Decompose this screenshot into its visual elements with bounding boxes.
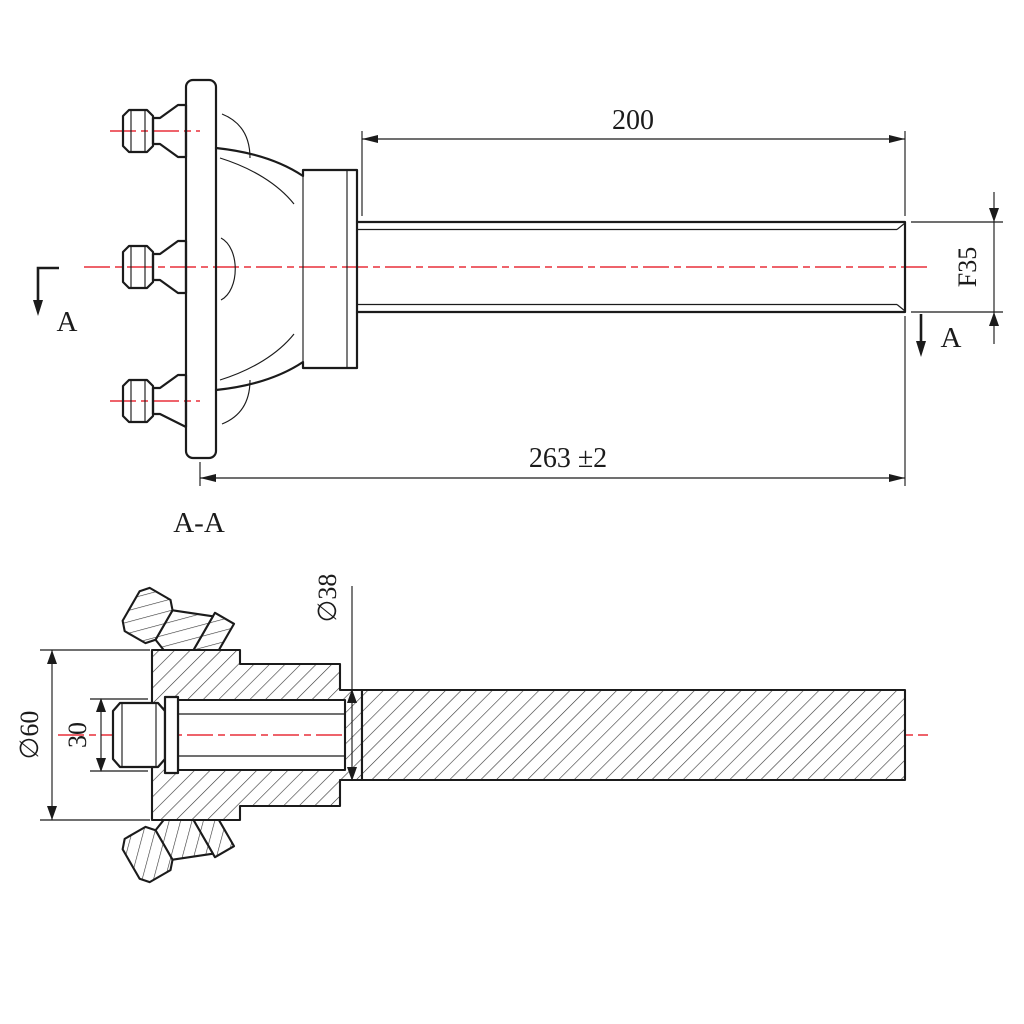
dim-shaft-length: 200 [361, 105, 906, 216]
section-title: A-A [173, 507, 225, 539]
wheel-stud-middle [121, 239, 188, 295]
side-view: 200 F35 263 ±2 A [33, 78, 1003, 486]
bolt-head [111, 701, 167, 769]
dim-shaft-diameter: F35 [911, 192, 1003, 344]
dim-hub-diameter-label: ∅60 [15, 711, 44, 760]
section-arrow-left [33, 300, 43, 316]
dim-spindle-diameter: ∅38 [313, 574, 357, 781]
hub-rib-upper [219, 157, 295, 205]
wheel-stud-bottom [121, 373, 188, 429]
wheel-stud-top [121, 103, 188, 159]
arrowhead-bottom [47, 806, 57, 820]
arrowhead-left [200, 474, 216, 482]
section-marker-right-label: A [941, 322, 962, 354]
dim-hub-diameter: ∅60 [15, 649, 150, 821]
arrowhead-top [96, 698, 106, 712]
arrowhead-right [889, 135, 905, 143]
dim-bore-width-label: 30 [63, 722, 92, 748]
section-marker-left-label: A [57, 306, 78, 338]
dim-overall-length: 263 ±2 [199, 316, 906, 486]
hub-boss-upper [221, 113, 251, 159]
hub-body [214, 113, 359, 425]
center-bolt [111, 695, 345, 775]
section-arrow-right [916, 341, 926, 357]
arrowhead-top [989, 208, 999, 222]
spindle-shaft [355, 220, 907, 314]
arrowhead-top [47, 650, 57, 664]
section-marker-right: A [916, 314, 962, 357]
shaft-section [360, 688, 907, 782]
hub-boss-lower [221, 379, 251, 425]
arrowhead-left [362, 135, 378, 143]
section-marker-left: A [33, 266, 78, 338]
arrowhead-bottom [96, 758, 106, 772]
hub-boss-middle [220, 237, 236, 301]
arrowhead-top [347, 689, 357, 703]
dim-overall-length-label: 263 ±2 [529, 443, 607, 474]
arrowhead-bottom [347, 767, 357, 781]
dim-shaft-diameter-label: F35 [953, 247, 982, 287]
arrowhead-bottom [989, 312, 999, 326]
bolt-washer [163, 695, 180, 775]
dim-spindle-diameter-label: ∅38 [313, 574, 342, 623]
arrowhead-right [889, 474, 905, 482]
dim-bore-width: 30 [63, 698, 148, 772]
section-view: A-A [15, 507, 928, 884]
dim-shaft-length-label: 200 [612, 105, 654, 136]
hub-rib-lower [219, 333, 295, 381]
